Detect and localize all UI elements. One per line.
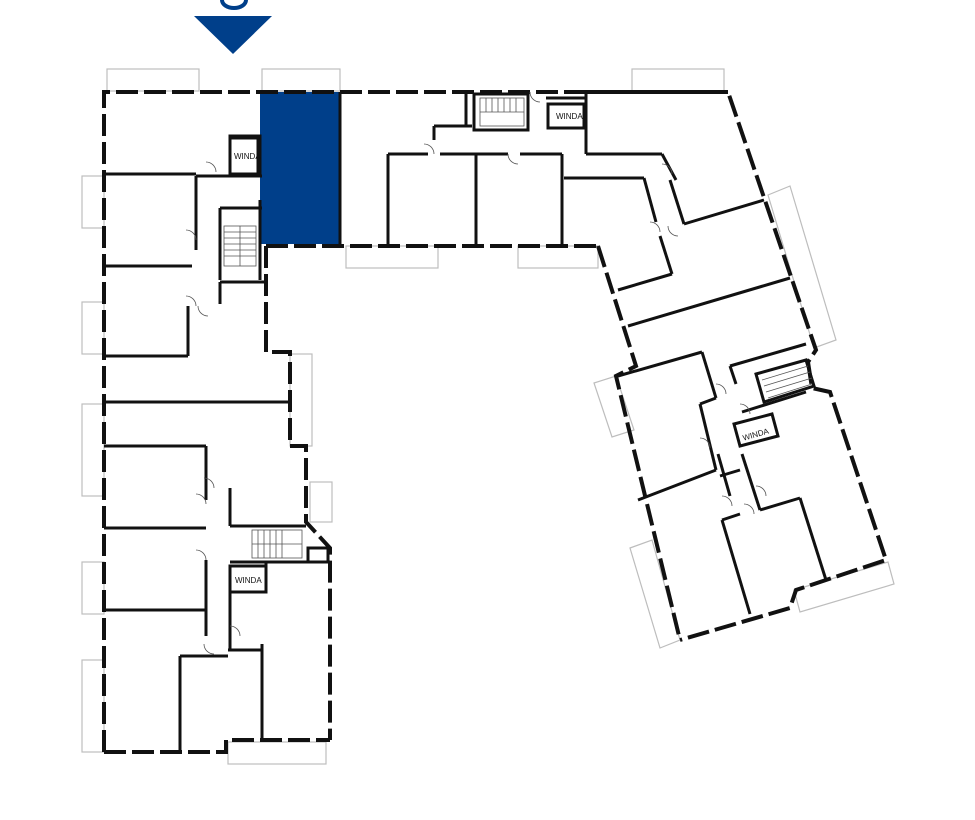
balcony [106, 68, 200, 92]
wall-segment [698, 403, 718, 471]
wall-segment [668, 179, 686, 225]
balcony [81, 175, 105, 229]
door-swing [185, 295, 197, 307]
elevator-box [732, 412, 780, 448]
balcony [345, 245, 439, 269]
balcony [309, 481, 333, 523]
elevators: WINDA WINDA WINDA WINDA [228, 112, 770, 585]
wall-segment [754, 358, 816, 404]
balcony [81, 561, 105, 615]
wall-segment [728, 365, 738, 385]
highlighted-apartment[interactable] [260, 92, 340, 244]
elevator-box [228, 136, 260, 176]
stair-line [767, 383, 813, 399]
wall-segment [617, 350, 703, 378]
door-swing [195, 549, 207, 561]
wall-segment [306, 546, 330, 564]
door-swing [185, 229, 197, 241]
outer-wall-right-wing [679, 361, 889, 642]
wall-segment [729, 342, 807, 368]
staircase-left-upper [223, 225, 257, 267]
wall-segment [637, 468, 717, 502]
balcony [289, 353, 313, 447]
wall-segment [700, 351, 718, 399]
wall-segment [740, 453, 762, 511]
wall-segment [699, 396, 717, 406]
wall-segment [627, 276, 791, 328]
door-swing [529, 91, 541, 103]
balcony [767, 185, 837, 349]
door-swing [667, 225, 679, 237]
doors [185, 91, 767, 655]
door-swing [739, 403, 751, 415]
door-swing [205, 161, 217, 173]
balconies [81, 68, 895, 765]
balcony [593, 375, 635, 438]
balcony [81, 301, 105, 355]
interior-walls-left [104, 134, 330, 752]
elevator-label: WINDA [556, 112, 583, 121]
balcony [629, 539, 681, 649]
wall-segment [721, 512, 741, 522]
outer-walls [102, 90, 889, 754]
wall-segment [472, 92, 530, 132]
door-swing [715, 383, 727, 395]
stair-line [761, 365, 809, 381]
wall-segment [683, 198, 765, 226]
door-swing [195, 493, 207, 505]
down-triangle-marker-icon[interactable] [194, 16, 272, 54]
door-swing [203, 477, 215, 489]
wall-segment [798, 497, 828, 581]
outer-wall-courtyard-left [264, 246, 332, 740]
door-swing [743, 503, 755, 515]
outer-wall-bottom-left [104, 738, 330, 754]
stair-line [765, 377, 813, 393]
door-swing [203, 643, 215, 655]
wall-segment [658, 235, 674, 275]
door-swing [661, 163, 673, 175]
door-swing [507, 153, 519, 165]
balcony [793, 561, 895, 613]
door-swing [721, 495, 733, 507]
wall-segment [741, 390, 807, 414]
door-swing [755, 485, 767, 497]
staircase-top [479, 97, 525, 127]
door-swing [423, 143, 435, 155]
balcony [227, 741, 327, 765]
wall-segment [720, 519, 752, 615]
balcony [631, 68, 725, 92]
elevator-label: WINDA [235, 576, 262, 585]
wall-segment [617, 272, 673, 292]
door-swing [197, 305, 209, 317]
elevator-label: WINDA [234, 152, 261, 161]
marker-top-partial-icon [220, 0, 248, 10]
elevator-box [546, 102, 586, 130]
wall-segment [719, 468, 741, 478]
staircase-right [761, 365, 813, 399]
door-swing [699, 437, 711, 449]
balcony [81, 403, 105, 497]
door-swing [649, 221, 661, 233]
staircase-left-lower [251, 529, 303, 559]
door-swing [229, 625, 241, 637]
interior-walls-top [338, 92, 765, 246]
stair-line [763, 371, 811, 387]
wall-segment [642, 177, 658, 223]
interior-walls-right [617, 235, 828, 615]
outer-wall-courtyard-right [596, 245, 682, 641]
wall-segment [759, 496, 801, 512]
balcony [517, 245, 599, 269]
balcony [81, 659, 105, 753]
staircases [223, 97, 813, 559]
balcony [261, 68, 341, 92]
outer-wall-left-wing [102, 90, 819, 752]
